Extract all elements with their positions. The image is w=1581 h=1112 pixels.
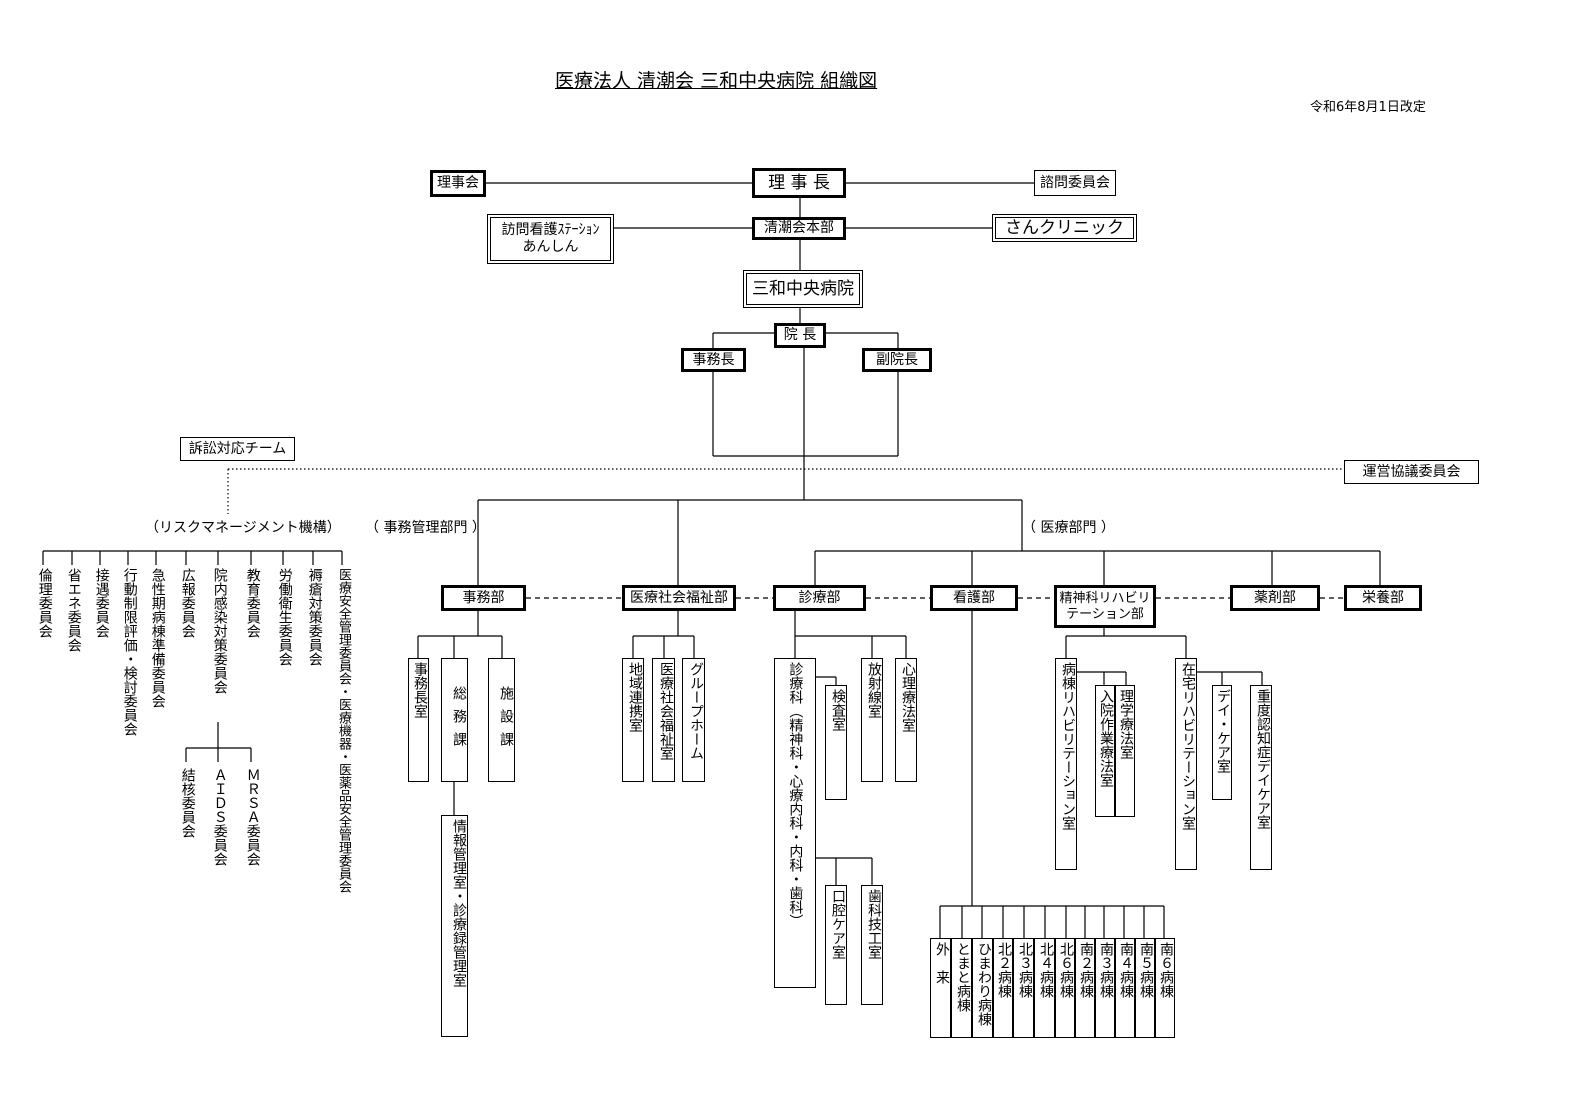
subcommittee-mrsa: ＭＲＳＡ委員会 xyxy=(244,768,261,866)
ward-himawari: ひまわり病棟 xyxy=(972,938,993,1038)
vice-director-box: 副院長 xyxy=(862,348,932,372)
unit-oral-care: 口腔ケア室 xyxy=(825,885,847,1005)
committee-energy: 省エネ委員会 xyxy=(65,568,82,652)
ward-south-5: 南５病棟 xyxy=(1135,938,1155,1038)
ward-south-4: 南４病棟 xyxy=(1115,938,1135,1038)
clinic-label: さんクリニック xyxy=(1005,217,1124,238)
committee-pressure-ulcer: 褥瘡対策委員会 xyxy=(306,568,323,666)
unit-pt: 理学療法室 xyxy=(1115,685,1135,817)
hospital-box: 三和中央病院 xyxy=(743,270,863,308)
committee-restraint: 行動制限評価・検討委員会 xyxy=(121,568,138,736)
management-council-box: 運営協議委員会 xyxy=(1344,460,1479,484)
chairman-box: 理 事 長 xyxy=(752,168,846,198)
ward-outpatient: 外 来 xyxy=(930,938,951,1038)
ward-north-6: 北６病棟 xyxy=(1055,938,1075,1038)
dept-welfare: 医療社会福祉部 xyxy=(622,585,736,611)
nursing-station-line2: あんしん xyxy=(522,239,579,255)
director-label: 院 長 xyxy=(783,327,817,344)
vice-director-label: 副院長 xyxy=(876,351,918,368)
unit-regional-liaison: 地域連携室 xyxy=(622,658,644,782)
committee-infection: 院内感染対策委員会 xyxy=(211,568,228,694)
dept-welfare-label: 医療社会福祉部 xyxy=(630,589,728,606)
ward-south-6: 南６病棟 xyxy=(1155,938,1175,1038)
unit-clinical-departments: 診療科（精神科・心療内科・内科・歯科） xyxy=(774,658,816,988)
hq-box: 清潮会本部 xyxy=(752,217,846,240)
unit-home-rehab: 在宅リハビリテーション室 xyxy=(1175,658,1197,870)
committee-acute-ward: 急性期病棟準備委員会 xyxy=(149,568,166,708)
ward-tomato: とまと病棟 xyxy=(951,938,972,1038)
unit-social-welfare: 医療社会福祉室 xyxy=(652,658,675,782)
unit-facilities: 施設課 xyxy=(488,658,515,782)
subcommittee-tb: 結核委員会 xyxy=(179,768,196,838)
ward-south-2: 南２病棟 xyxy=(1075,938,1095,1038)
medical-section-label: （ 医療部門 ） xyxy=(1022,520,1115,536)
unit-psychotherapy: 心理療法室 xyxy=(895,658,917,782)
advisory-label: 諮問委員会 xyxy=(1040,174,1110,191)
committee-occupational-health: 労働衛生委員会 xyxy=(276,568,293,666)
admin-section-label: （ 事務管理部門 ） xyxy=(365,520,486,536)
committee-safety: 医療安全管理委員会・医療機器・医薬品安全管理委員会 xyxy=(335,568,351,893)
committee-pr: 広報委員会 xyxy=(179,568,196,638)
hospital-label: 三和中央病院 xyxy=(752,278,854,299)
ward-north-2: 北２病棟 xyxy=(993,938,1013,1038)
unit-dementia-daycare: 重度認知症デイケア室 xyxy=(1250,685,1272,870)
page-title: 医療法人 清潮会 三和中央病院 組織図 xyxy=(555,70,878,92)
board-label: 理事会 xyxy=(437,175,479,192)
unit-daycare: デイ・ケア室 xyxy=(1212,685,1232,800)
dept-eiyo-label: 栄養部 xyxy=(1362,589,1404,606)
dept-jimu-label: 事務部 xyxy=(462,589,505,606)
clinic-box: さんクリニック xyxy=(992,214,1137,242)
dept-yakuzai-label: 薬剤部 xyxy=(1254,589,1296,606)
hq-label: 清潮会本部 xyxy=(764,220,834,237)
dept-yakuzai: 薬剤部 xyxy=(1230,585,1320,611)
ward-north-3: 北３病棟 xyxy=(1013,938,1034,1038)
nursing-station-line1: 訪問看護ｽﾃｰｼｮﾝ xyxy=(501,222,600,239)
litigation-team-label: 訴訟対応チーム xyxy=(188,440,287,457)
unit-chief-room: 事務長室 xyxy=(408,658,429,782)
dept-kango: 看護部 xyxy=(930,585,1018,611)
advisory-box: 諮問委員会 xyxy=(1034,170,1116,196)
unit-lab: 検査室 xyxy=(825,685,847,800)
dept-rehab-line2: テーション部 xyxy=(1066,606,1144,622)
unit-inpatient-ot: 入院作業療法室 xyxy=(1095,685,1115,817)
unit-ward-rehab: 病棟リハビリテーション室 xyxy=(1055,658,1077,870)
nursing-station-box: 訪問看護ｽﾃｰｼｮﾝあんしん xyxy=(487,214,614,264)
risk-section-label: （リスクマネージメント機構） xyxy=(145,520,341,536)
ward-south-3: 南３病棟 xyxy=(1095,938,1115,1038)
dept-eiyo: 栄養部 xyxy=(1344,585,1422,611)
dept-shinryo-label: 診療部 xyxy=(798,589,841,606)
unit-radiology: 放射線室 xyxy=(861,658,883,782)
committee-hospitality: 接遇委員会 xyxy=(93,568,110,638)
dept-jimu: 事務部 xyxy=(441,585,526,611)
board-box: 理事会 xyxy=(430,170,486,197)
committee-ethics: 倫理委員会 xyxy=(36,568,53,638)
management-council-label: 運営協議委員会 xyxy=(1362,463,1461,480)
unit-records: 情報管理室・診療録管理室 xyxy=(441,815,468,1037)
dept-rehab-line1: 精神科リハビリ xyxy=(1059,590,1151,606)
dept-shinryo: 診療部 xyxy=(773,585,866,611)
unit-group-home: グループホーム xyxy=(682,658,705,782)
unit-dental-tech: 歯科技工室 xyxy=(861,885,883,1005)
subcommittee-aids: ＡＩＤＳ委員会 xyxy=(211,768,228,866)
director-box: 院 長 xyxy=(774,323,826,348)
revision-date: 令和6年8月1日改定 xyxy=(1310,100,1426,115)
litigation-team-box: 訴訟対応チーム xyxy=(180,437,295,461)
committee-education: 教育委員会 xyxy=(244,568,261,638)
admin-chief-label: 事務長 xyxy=(692,351,735,368)
dept-kango-label: 看護部 xyxy=(953,589,995,606)
admin-chief-box: 事務長 xyxy=(681,348,746,372)
chairman-label: 理 事 長 xyxy=(768,172,830,193)
dept-rehab: 精神科リハビリテーション部 xyxy=(1054,585,1156,628)
ward-north-4: 北４病棟 xyxy=(1034,938,1055,1038)
unit-general-affairs: 総務課 xyxy=(441,658,468,782)
